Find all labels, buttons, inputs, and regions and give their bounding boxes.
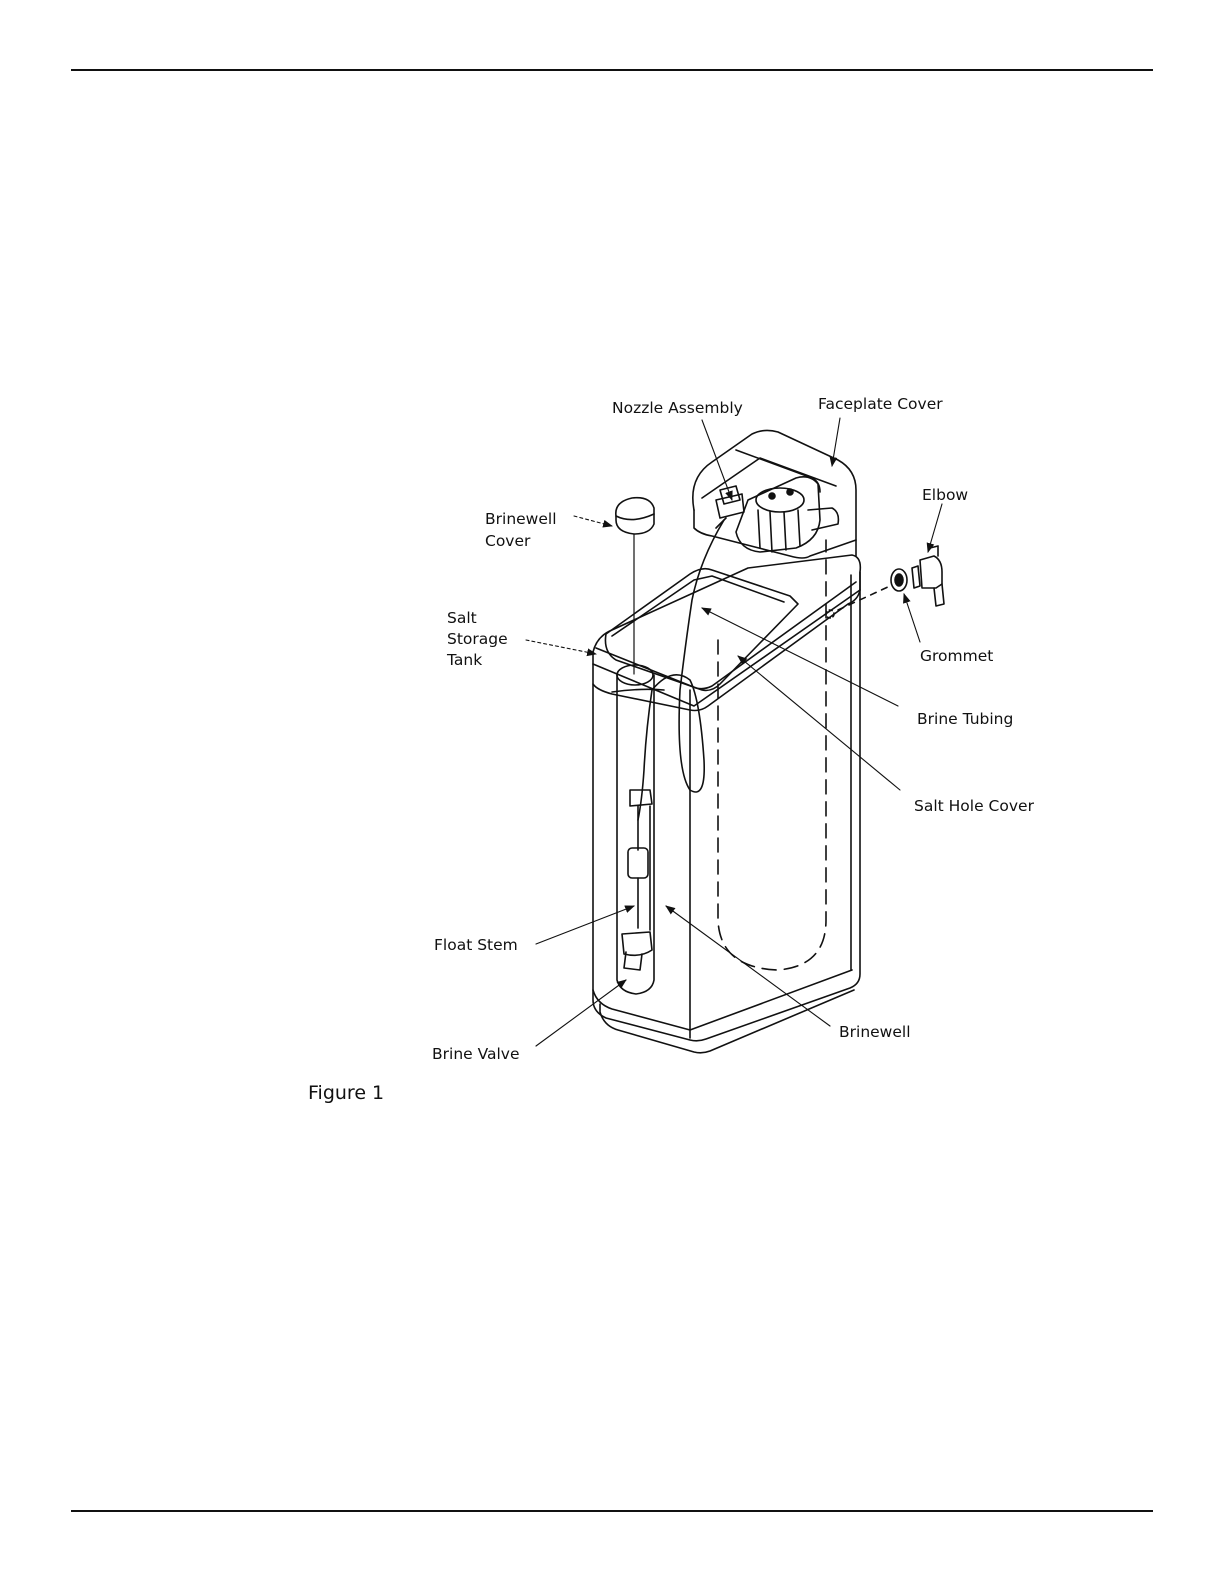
control-valve: [736, 477, 838, 552]
label-float-stem: Float Stem: [434, 935, 518, 955]
cabinet-body: [593, 572, 860, 1053]
float-assembly: [622, 790, 652, 970]
label-salt-storage-line1: Salt: [447, 608, 477, 628]
resin-tank-dashed: [718, 540, 826, 970]
label-grommet: Grommet: [920, 646, 993, 666]
label-brinewell-cover-line2: Cover: [485, 531, 530, 551]
label-elbow: Elbow: [922, 485, 968, 505]
figure-caption: Figure 1: [308, 1082, 384, 1104]
label-salt-storage-line3: Tank: [447, 650, 482, 670]
leader-lines: [526, 418, 942, 1046]
label-salt-storage-line2: Storage: [447, 629, 508, 649]
label-brinewell: Brinewell: [839, 1022, 911, 1042]
salt-storage-lid: [593, 555, 860, 711]
label-salt-hole-cover: Salt Hole Cover: [914, 796, 1034, 816]
label-brine-valve: Brine Valve: [432, 1044, 520, 1064]
label-brinewell-cover-line1: Brinewell: [485, 509, 557, 529]
grommet-part: [891, 569, 907, 591]
label-faceplate-cover: Faceplate Cover: [818, 394, 943, 414]
label-nozzle-assembly: Nozzle Assembly: [612, 398, 743, 418]
elbow-part: [912, 546, 944, 606]
label-brine-tubing: Brine Tubing: [917, 709, 1013, 729]
brinewell-cover: [616, 498, 654, 674]
